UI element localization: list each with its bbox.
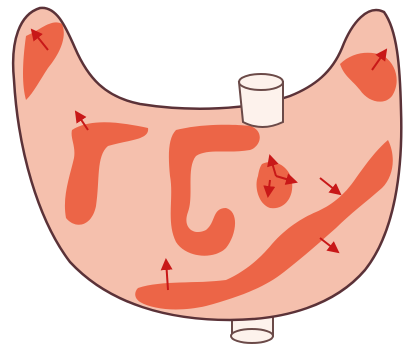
top-vessel-opening bbox=[239, 74, 283, 90]
organ-body bbox=[13, 8, 401, 320]
bottom-vessel-opening bbox=[231, 329, 273, 343]
top-vessel bbox=[239, 74, 283, 127]
